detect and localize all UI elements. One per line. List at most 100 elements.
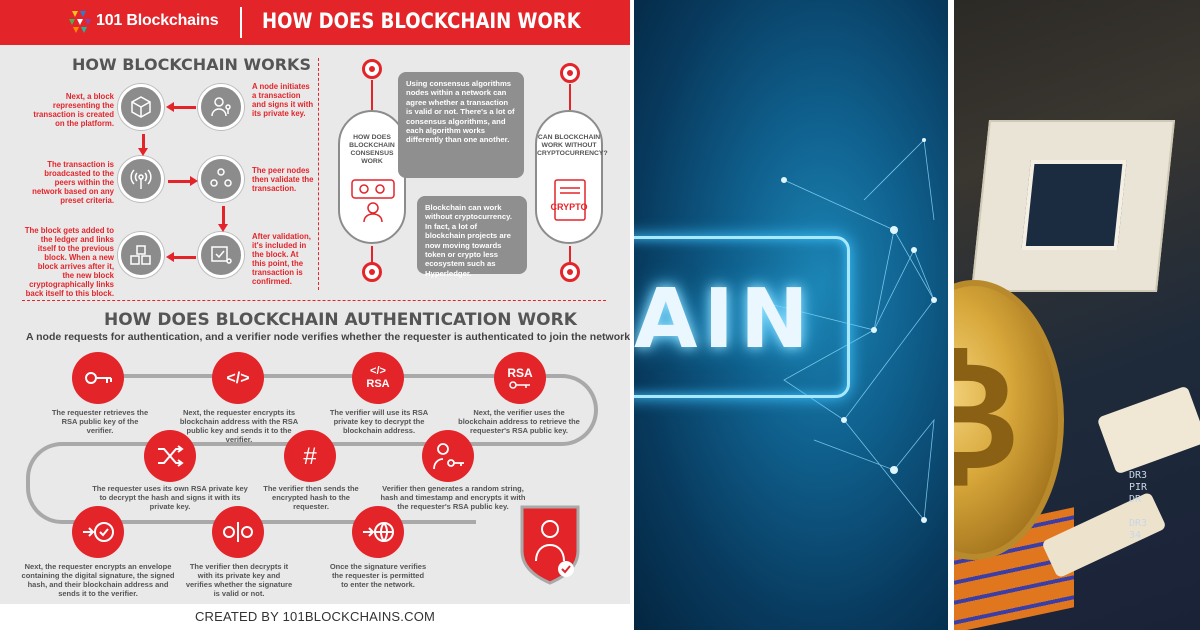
network-photo: AIN [634, 0, 948, 630]
flow-arrow-4 [222, 206, 225, 226]
auth-step-5-text: Verifier then generates a random string,… [380, 484, 526, 511]
connector-line [569, 246, 571, 262]
key-icon [85, 372, 112, 384]
connector-line [569, 84, 571, 110]
step-text-4: The peer nodes then validate the transac… [252, 166, 314, 193]
globe-arrow-icon [363, 522, 394, 542]
logo-icon [69, 11, 91, 33]
arrowhead-right-icon [190, 176, 198, 186]
step-circle-peers [198, 156, 244, 202]
auth-step-4-text: Next, the verifier uses the blockchain a… [458, 408, 580, 435]
auth-step-6-text: The verifier then sends the encrypted ha… [263, 484, 359, 511]
auth-step-4-circle: RSA [494, 352, 546, 404]
network-lines-graphic [753, 138, 937, 523]
arrowhead-down-icon [218, 224, 228, 232]
consensus-capsule: HOW DOES BLOCKCHAIN CONSENSUS WORK [338, 110, 406, 244]
header-bar: 101 Blockchains HOW DOES BLOCKCHAIN WORK [0, 0, 630, 45]
connector-block [1041, 491, 1167, 579]
step-text-1: A node initiates a transaction and signs… [252, 82, 314, 118]
auth-step-2-circle: </> [212, 352, 264, 404]
auth-step-2-text: Next, the requester encrypts its blockch… [179, 408, 299, 444]
vertical-divider [318, 58, 319, 290]
user-key-icon [211, 97, 231, 117]
bitcoin-icon: ₿ [954, 330, 1021, 504]
crypto-question: CAN BLOCKCHAIN WORK WITHOUT CRYPTOCURREN… [537, 134, 608, 157]
step-circle-ledger [118, 232, 164, 278]
step-text-2: Next, a block representing the transacti… [33, 92, 114, 128]
brand-name: 101 Blockchains [96, 12, 219, 29]
document-icon [554, 179, 586, 221]
arrowhead-down-icon [138, 148, 148, 156]
footer: CREATED BY 101BLOCKCHAINS.COM [0, 604, 630, 630]
pin-icon [560, 262, 580, 282]
consensus-answer-box: Using consensus algorithms nodes within … [398, 72, 524, 178]
code-rsa-icon: </> RSA [366, 365, 390, 390]
step-text-3: The transaction is broadcasted to the pe… [32, 160, 114, 205]
auth-step-1-text: The requester retrieves the RSA public k… [51, 408, 149, 435]
auth-step-3-text: The verifier will use its RSA private ke… [329, 408, 429, 435]
arrowhead-left-icon [166, 102, 174, 112]
auth-step-6-circle: # [284, 430, 336, 482]
cpu-socket-inner [1021, 160, 1127, 250]
code-icon: </> [226, 369, 250, 387]
auth-step-1-circle [72, 352, 124, 404]
section-title-how-blockchain-works: HOW BLOCKCHAIN WORKS [72, 55, 311, 74]
user-key-icon [433, 443, 464, 470]
auth-step-10-text: Once the signature verifies the requeste… [329, 562, 427, 589]
cube-icon [131, 96, 151, 118]
flow-arrow-2 [142, 134, 145, 152]
infographic-panel: 101 Blockchains HOW DOES BLOCKCHAIN WORK… [0, 0, 630, 630]
connector-line [371, 80, 373, 110]
arrowhead-left-icon [166, 252, 174, 262]
pin-icon [362, 59, 382, 79]
crypto-answer-box: Blockchain can work without cryptocurren… [417, 196, 527, 278]
validate-icon [211, 246, 232, 264]
cpu-socket [970, 120, 1176, 292]
rsa-label: RSA [507, 365, 533, 380]
auth-step-7-circle [144, 430, 196, 482]
envelope-check-icon [83, 522, 114, 542]
header-divider [240, 7, 242, 38]
crypto-label: CRYPTO [550, 202, 588, 212]
authentication-subtitle: A node requests for authentication, and … [26, 331, 630, 343]
blocks-icon [130, 245, 151, 265]
chat-user-icon [351, 179, 395, 223]
step-text-6: The block gets added to the ledger and l… [24, 226, 114, 298]
connector-line [371, 246, 373, 262]
hash-icon: # [303, 442, 317, 470]
crypto-capsule: CAN BLOCKCHAIN WORK WITHOUT CRYPTOCURREN… [535, 110, 608, 244]
step-circle-validate [198, 232, 244, 278]
step-text-5: After validation, it's included in the b… [252, 232, 311, 286]
flow-arrow-1 [172, 106, 196, 109]
flow-arrow-5 [172, 256, 196, 259]
page-title: HOW DOES BLOCKCHAIN WORK [262, 9, 581, 33]
step-circle-broadcast [118, 156, 164, 202]
board-labels: DR3 PIR DR DR3 34 [1129, 470, 1148, 541]
hardware-photo: ₿ DR3 PIR DR DR3 34 [954, 0, 1200, 630]
auth-step-9-text: The verifier then decrypts it with its p… [185, 562, 293, 598]
consensus-question: HOW DOES BLOCKCHAIN CONSENSUS WORK [349, 134, 395, 165]
pin-icon [362, 262, 382, 282]
decrypt-icon [223, 522, 253, 542]
rsa-key-icon [509, 380, 530, 389]
auth-step-5-circle [422, 430, 474, 482]
broadcast-icon [130, 169, 152, 189]
connector-block [1096, 385, 1200, 475]
auth-step-9-circle [212, 506, 264, 558]
auth-step-8-text: Next, the requester encrypts an envelope… [21, 562, 175, 598]
step-circle-node [198, 84, 244, 130]
auth-step-7-text: The requester uses its own RSA private k… [92, 484, 248, 511]
glowing-word: AIN [634, 272, 815, 367]
footer-credit: CREATED BY 101BLOCKCHAINS.COM [194, 609, 436, 624]
auth-step-10-circle [352, 506, 404, 558]
glowing-frame [634, 236, 850, 398]
auth-step-8-circle [72, 506, 124, 558]
horizontal-divider [22, 300, 606, 301]
peers-icon [210, 168, 232, 187]
section-title-authentication: HOW DOES BLOCKCHAIN AUTHENTICATION WORK [104, 310, 577, 330]
auth-step-3-circle: </> RSA [352, 352, 404, 404]
shuffle-icon [158, 445, 184, 467]
step-circle-block [118, 84, 164, 130]
pin-icon [560, 63, 580, 83]
shield-user-icon [520, 505, 580, 585]
